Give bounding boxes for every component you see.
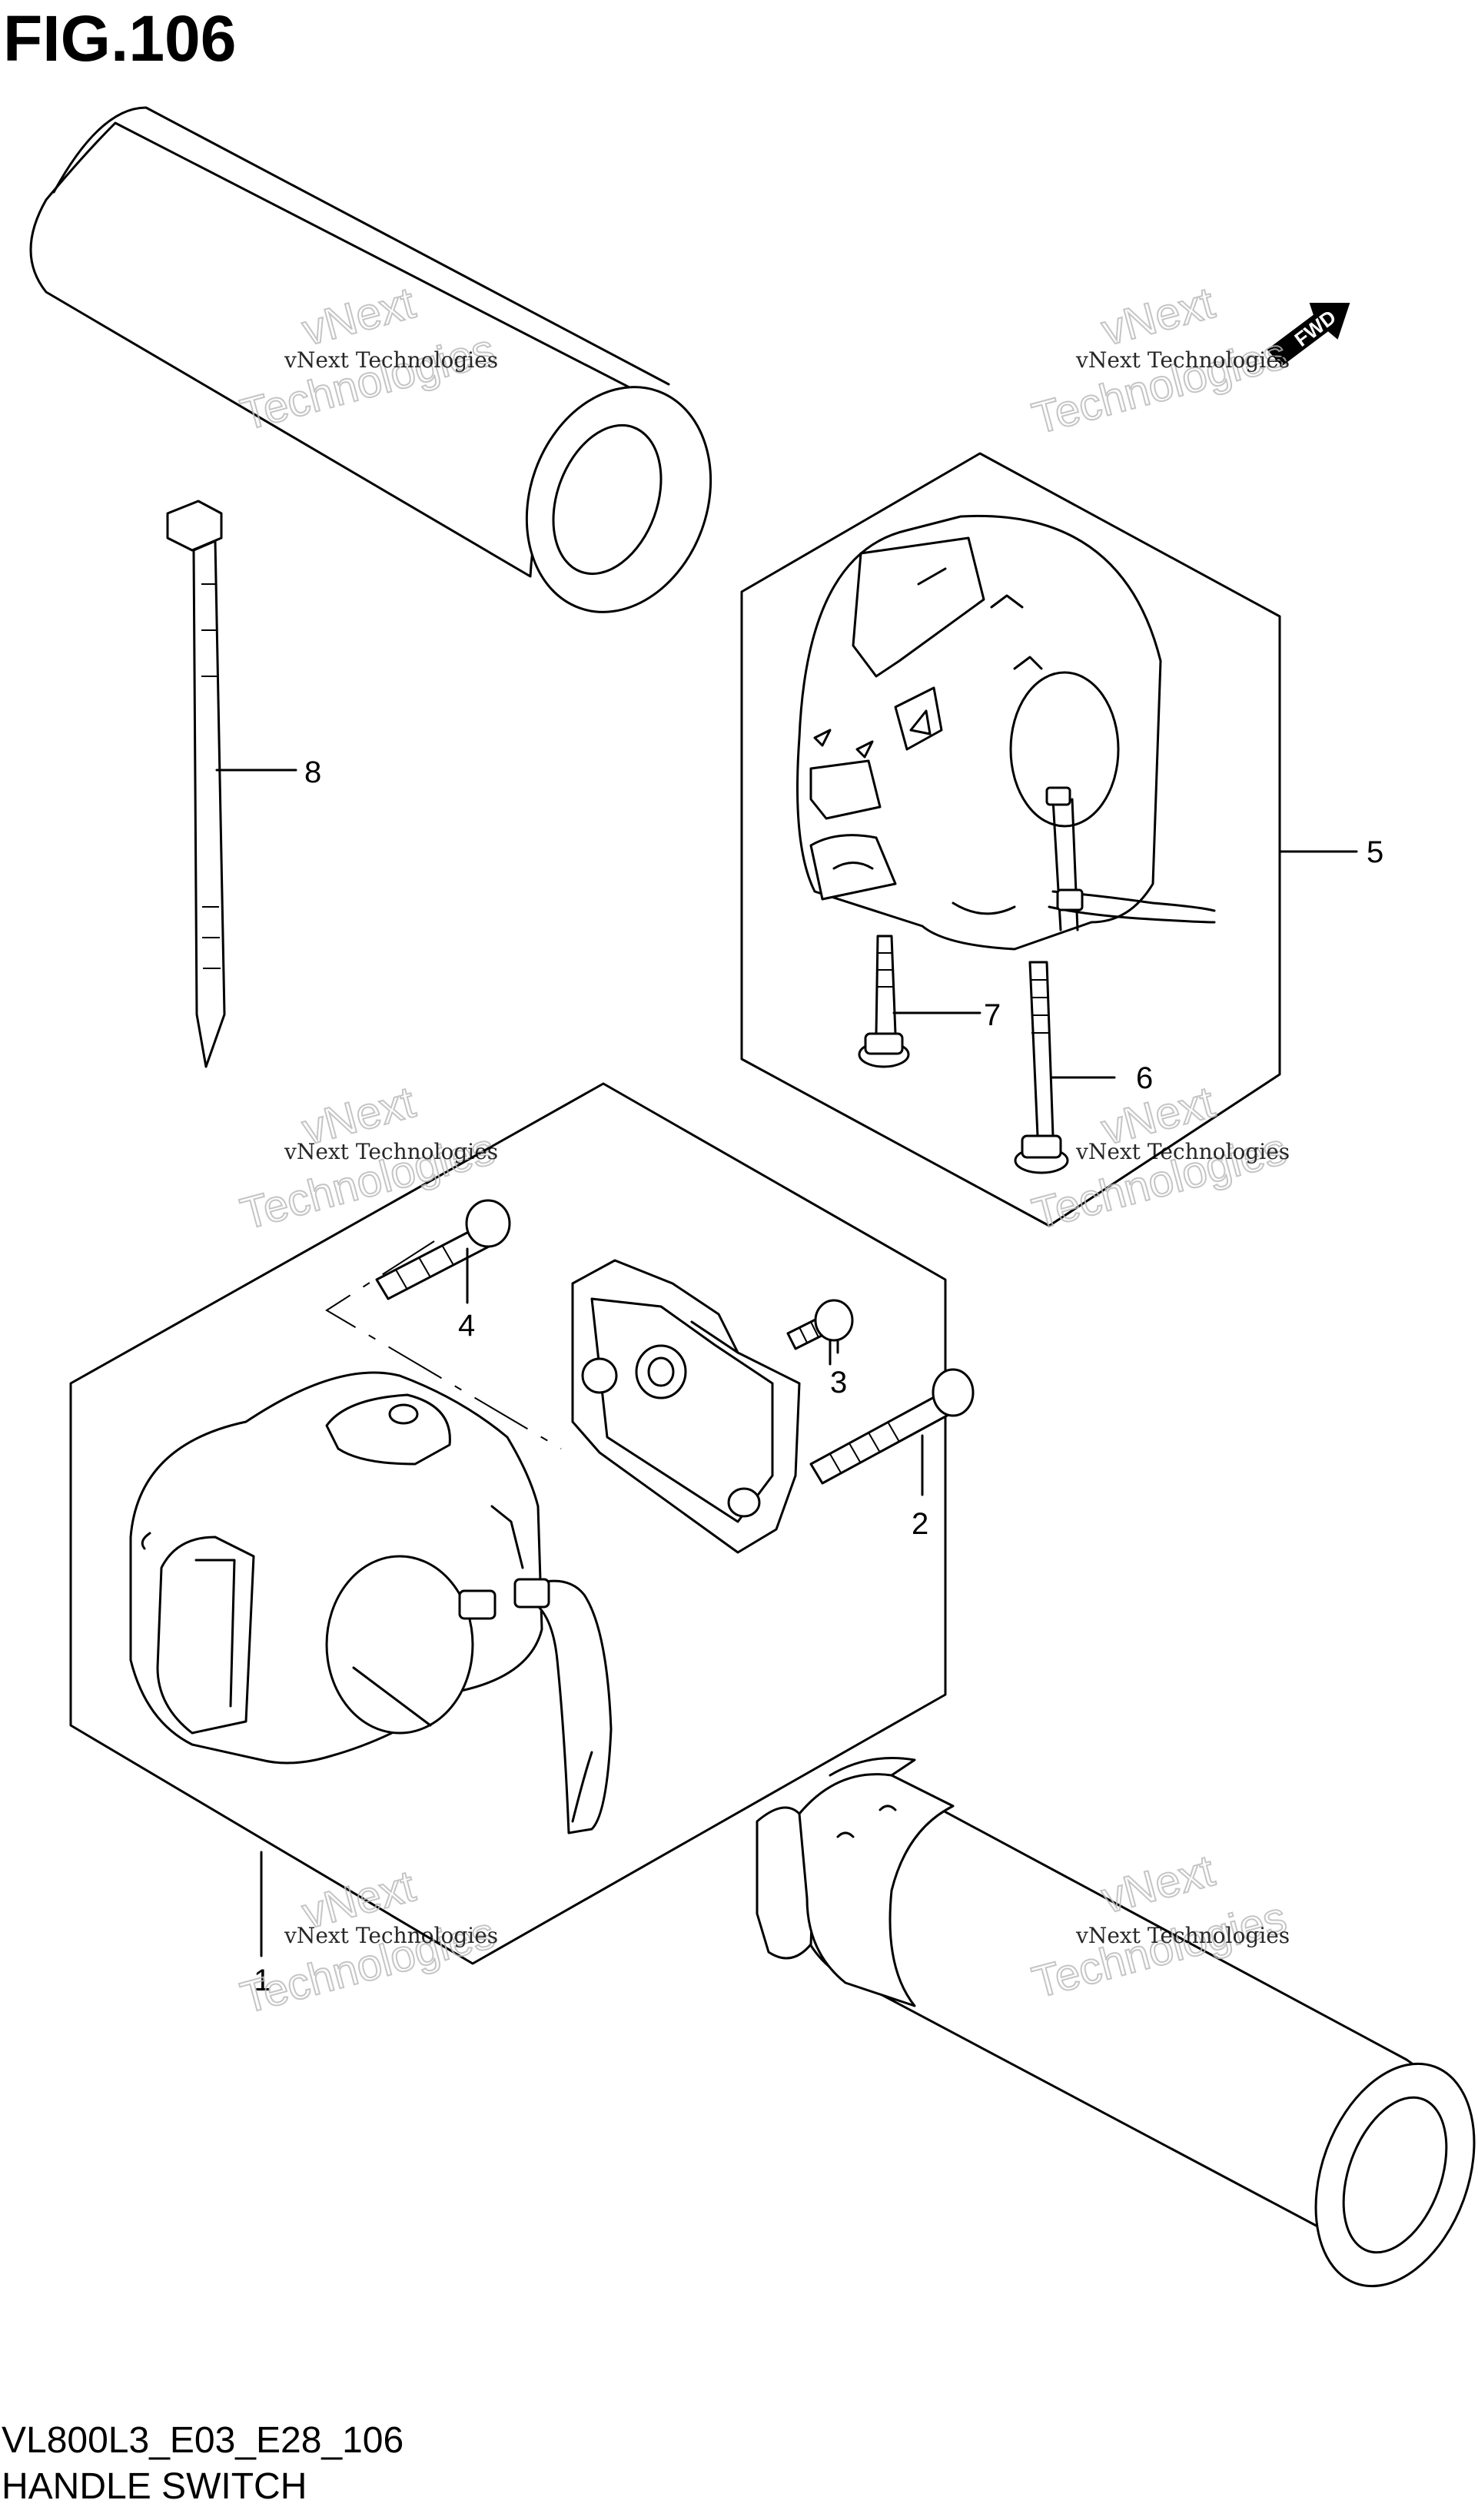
watermark-text: vNext Technologies	[284, 1923, 498, 1948]
watermark-group: vNext Technologies vNext Technologies vN…	[235, 277, 1293, 2024]
watermark-text: vNext Technologies	[284, 347, 498, 373]
left-grip	[29, 106, 712, 613]
switch-bracket	[571, 1259, 832, 1554]
watermark-text: vNext Technologies	[1075, 347, 1290, 373]
callout-7: 7	[984, 998, 1001, 1032]
callout-1: 1	[254, 1964, 271, 1997]
callout-5: 5	[1367, 835, 1383, 869]
drawing-code: VL800L3_E03_E28_106	[2, 2420, 404, 2461]
figure-title: FIG.106	[3, 2, 237, 75]
watermark-text: vNext Technologies	[284, 1139, 498, 1164]
assembly-1-frame	[69, 1082, 947, 1965]
callout-4: 4	[458, 1309, 475, 1343]
watermark-text: vNext Technologies	[1075, 1923, 1290, 1948]
throttle-grip	[756, 1757, 1476, 2288]
watermark-text: vNext Technologies	[1075, 1139, 1290, 1164]
svg-text:vNext: vNext	[1097, 277, 1220, 355]
right-switch-housing	[796, 514, 1216, 951]
svg-text:vNext: vNext	[1097, 1845, 1220, 1923]
callout-6: 6	[1136, 1061, 1153, 1095]
screw-6	[1014, 961, 1116, 1174]
watermark-2: vNext Technologies vNext Technologies	[1027, 277, 1293, 444]
assembly-5-frame	[740, 452, 1281, 1227]
callout-8: 8	[304, 755, 321, 789]
alignment-guide	[325, 1240, 562, 1449]
screw-2	[809, 1368, 975, 1496]
screw-3	[786, 1299, 854, 1354]
left-switch-housing	[129, 1371, 613, 1834]
cable-tie	[166, 500, 297, 1068]
watermark-5: vNext Technologies vNext Technologies	[235, 1860, 501, 2024]
screw-4	[375, 1199, 511, 1304]
svg-text:Technologies: Technologies	[1028, 328, 1292, 443]
screw-7	[858, 935, 981, 1068]
callout-2: 2	[912, 1507, 928, 1541]
callout-3: 3	[830, 1366, 847, 1399]
callout-labels: 1 2 3 4 5 6 7 8	[254, 755, 1383, 1997]
figure-caption: HANDLE SWITCH	[2, 2466, 307, 2507]
